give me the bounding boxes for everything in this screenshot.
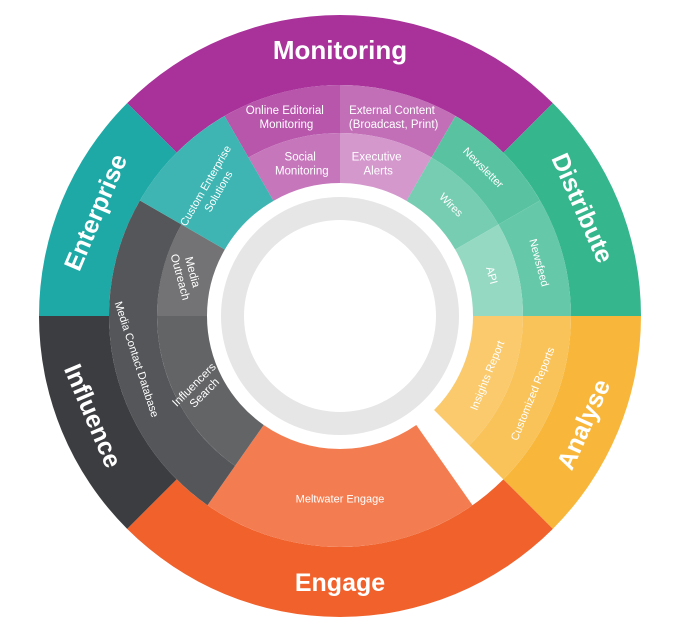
outer-ring [38, 14, 642, 618]
label-line: External Content [349, 105, 435, 117]
engage-segment [127, 479, 553, 618]
hub [221, 197, 459, 435]
newsletter-cell [431, 115, 541, 225]
influence-segment [38, 316, 177, 529]
media-contact-database-cell [109, 200, 236, 506]
external-content-label: External Content (Broadcast, Print) [349, 105, 439, 131]
executive-alerts-cell [340, 133, 432, 201]
api-label: API [483, 265, 499, 285]
online-editorial-monitoring-cell [224, 85, 340, 158]
label-line: Monitoring [275, 166, 329, 178]
custom-enterprise-cell [139, 115, 274, 250]
meltwater-engage-label: Meltwater Engage [296, 494, 385, 506]
label-line: (Broadcast, Print) [349, 119, 439, 131]
monitoring-segment [127, 14, 553, 153]
analyse-segment [503, 316, 642, 529]
social-monitoring-cell [248, 133, 340, 201]
label-line: Social [285, 152, 316, 164]
executive-alerts-label: Executive Alerts [352, 152, 405, 178]
online-editorial-monitoring-label: Online Editorial Monitoring [246, 105, 327, 131]
insights-report-cell [434, 316, 523, 446]
influencers-search-cell [157, 316, 264, 466]
newsfeed-cell [498, 200, 571, 316]
label-line: Executive [352, 152, 402, 164]
hub-center [244, 220, 436, 412]
label-line: API [483, 265, 499, 285]
label-line: Meltwater Engage [296, 494, 385, 506]
distribute-segment [503, 103, 641, 316]
monitoring-label: Monitoring [273, 35, 407, 65]
engage-label: Engage [295, 569, 385, 597]
customized-reports-cell [469, 316, 571, 480]
api-cell [455, 224, 523, 316]
meltwater-engage-cell [207, 424, 473, 547]
wires-cell [406, 157, 499, 250]
label-line: Alerts [363, 166, 393, 178]
external-content-cell [340, 85, 456, 158]
inner-ring [109, 85, 571, 547]
social-monitoring-label: Social Monitoring [275, 152, 329, 178]
label-line: Online Editorial [246, 105, 324, 117]
label-line: Monitoring [260, 119, 314, 131]
enterprise-segment [39, 103, 177, 316]
media-outreach-cell [157, 224, 225, 316]
